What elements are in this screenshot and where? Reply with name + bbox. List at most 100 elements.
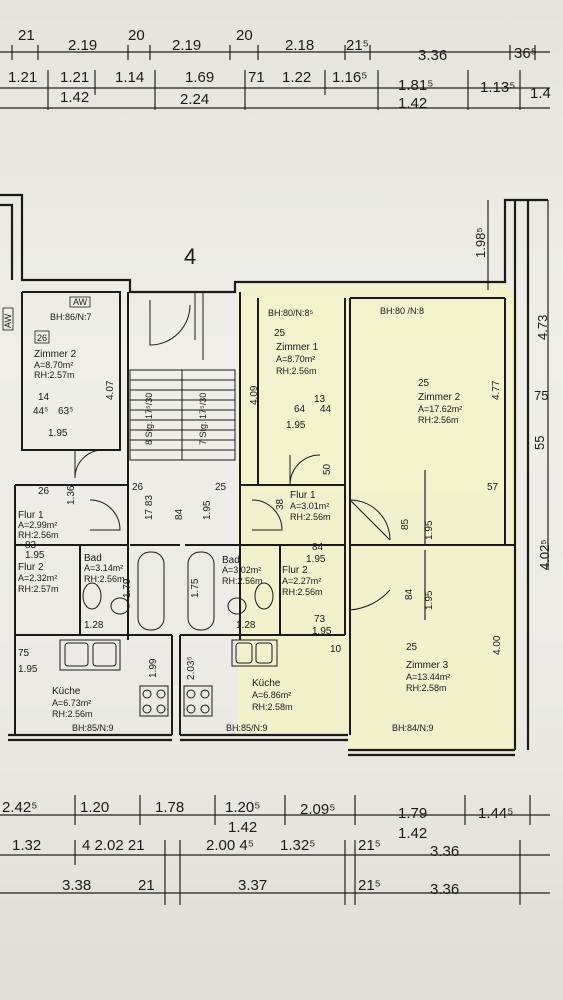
dim-bad-right-2: 1.28	[236, 620, 256, 631]
section-number: 4	[184, 244, 196, 269]
dim-top-r3-2: 2.24	[180, 91, 209, 108]
dim-k-left-2: 1.95	[18, 664, 38, 675]
dim-bad-left: 1.79	[122, 578, 133, 598]
top-dimension-lines	[0, 45, 550, 110]
dim-bot-r3-4: 21⁵	[358, 877, 381, 894]
aw-box-1	[69, 296, 91, 308]
dim-bot-9: 1.42	[398, 825, 427, 842]
building-outline	[0, 193, 548, 757]
room-rh-flur2-right: RH:2.56m	[282, 587, 323, 597]
dim-bot-7: 1.44⁵	[478, 805, 513, 822]
dim-bot-r3-2: 21	[138, 877, 155, 894]
dim-z1-5: 4.09	[249, 385, 260, 405]
room-rh-zimmer3: RH:2.58m	[406, 683, 447, 693]
room-rh-zimmer2-right: RH:2.56m	[418, 415, 459, 425]
room-name-zimmer3: Zimmer 3	[406, 660, 449, 671]
dim-fl1r-4: 1.95	[306, 554, 326, 565]
dim-bot-3: 1.78	[155, 799, 184, 816]
dim-z3-3: 1.95	[424, 590, 435, 610]
tag-zimmer3: 25	[406, 642, 418, 653]
bh-zimmer3: BH:84/N:9	[392, 723, 434, 733]
tag-box	[34, 330, 50, 344]
interior-walls	[14, 291, 515, 735]
dim-bad-right: 1.75	[190, 578, 201, 598]
room-name-flur2-left: Flur 2	[18, 562, 44, 573]
tag-flur1-left: 26	[38, 486, 50, 497]
stair-label-1: 8 Stg. 17⁵/30	[144, 393, 154, 445]
dim-bot-r2-4: 1.32⁵	[280, 837, 315, 854]
room-rh-bad-right: RH:2.56m	[222, 576, 263, 586]
dim-top-r2-7: 1.16⁵	[332, 69, 367, 86]
bh-kueche-left: BH:85/N:9	[72, 723, 114, 733]
room-rh-zimmer1: RH:2.56m	[276, 366, 317, 376]
dim-top-3: 20	[128, 27, 145, 44]
dim-z2l-1: 14	[38, 392, 50, 403]
dim-z2l-4: 1.95	[48, 428, 68, 439]
tag-zimmer1: 25	[274, 328, 286, 339]
room-tag: 26	[37, 333, 47, 343]
dim-top-7: 21⁵	[346, 37, 369, 54]
room-name-zimmer1: Zimmer 1	[276, 342, 319, 353]
dim-z1-1: 13	[314, 394, 326, 405]
room-name-flur1-left: Flur 1	[18, 510, 44, 521]
dim-z2r-2: 57	[487, 482, 499, 493]
dim-bot-4: 1.20⁵	[225, 799, 260, 816]
dim-z2l-5: 4.07	[105, 380, 116, 400]
room-area-bad-right: A=3.02m²	[222, 565, 261, 575]
dim-z3-5: 1.95	[424, 520, 435, 540]
dim-right-3: 75	[534, 388, 548, 403]
dim-fl1r-1: 50	[322, 463, 333, 475]
dim-k-right-2: 10	[330, 644, 342, 655]
room-name-kueche-right: Küche	[252, 678, 281, 689]
room-name-zimmer2-right: Zimmer 2	[418, 392, 461, 403]
dim-bot-r2-5: 21⁵	[358, 837, 381, 854]
dim-top-r2-6: 1.22	[282, 69, 311, 86]
room-rh-zimmer2-left: RH:2.57m	[34, 370, 75, 380]
dim-z2l-2: 44⁵	[33, 406, 48, 417]
dim-z1-2: 64	[294, 404, 306, 415]
dim-bot-r2-1: 1.32	[12, 837, 41, 854]
aw-box-2	[2, 307, 14, 331]
dim-z1-3: 44	[320, 404, 332, 415]
dim-bot-r3-3: 3.37	[238, 877, 267, 894]
dim-bot-r3-1: 3.38	[62, 877, 91, 894]
right-dimension-lines	[424, 200, 549, 620]
dim-landing-2: 84	[174, 508, 185, 520]
door-swings	[74, 449, 391, 611]
dim-top-1: 21	[18, 27, 35, 44]
bottom-dimension-lines	[0, 795, 550, 905]
room-rh-kueche-left: RH:2.56m	[52, 709, 93, 719]
room-area-bad-left: A=3.14m²	[84, 563, 123, 573]
sanitary-fixtures	[59, 551, 278, 717]
room-area-kueche-left: A=6.73m²	[52, 698, 91, 708]
tag-landing-2: 25	[215, 482, 227, 493]
dim-fl1l-1: 1.36	[66, 485, 77, 505]
staircase	[129, 292, 236, 461]
dim-right-1: 1.98⁵	[473, 227, 488, 258]
room-area-flur1-right: A=3.01m²	[290, 501, 329, 511]
room-area-zimmer2-left: A=8.70m²	[34, 360, 73, 370]
dim-bot-r3-5: 3.36	[430, 881, 459, 898]
room-area-zimmer2-right: A=17.62m²	[418, 404, 462, 414]
dim-fl1r-2: 38	[275, 498, 286, 510]
dim-top-9: 36⁵	[514, 45, 537, 62]
tag-landing-1: 26	[132, 482, 144, 493]
dim-z2l-3: 63⁵	[58, 406, 73, 417]
dim-k-right-1: 2.03⁵	[186, 656, 197, 680]
highlight-area	[238, 282, 518, 750]
dim-bot-6: 1.79	[398, 805, 427, 822]
room-area-flur2-left: A=2.32m²	[18, 573, 57, 583]
dim-fl1l-2: 83	[25, 540, 37, 551]
dim-top-r2-5: 71	[248, 69, 265, 86]
aw-label-1: AW	[73, 297, 88, 307]
bh-left-top: BH:86/N:7	[50, 312, 92, 322]
dim-top-6: 2.18	[285, 37, 314, 54]
dim-top-r2-8: 1.81⁵	[398, 77, 433, 94]
dim-top-r2-1: 1.21	[8, 69, 37, 86]
dim-bad-left-2: 1.28	[84, 620, 104, 631]
room-name-kueche-left: Küche	[52, 686, 81, 697]
dim-bot-r2-2: 4 2.02 21	[82, 837, 145, 854]
dim-k-left-3: 1.99	[148, 658, 159, 678]
